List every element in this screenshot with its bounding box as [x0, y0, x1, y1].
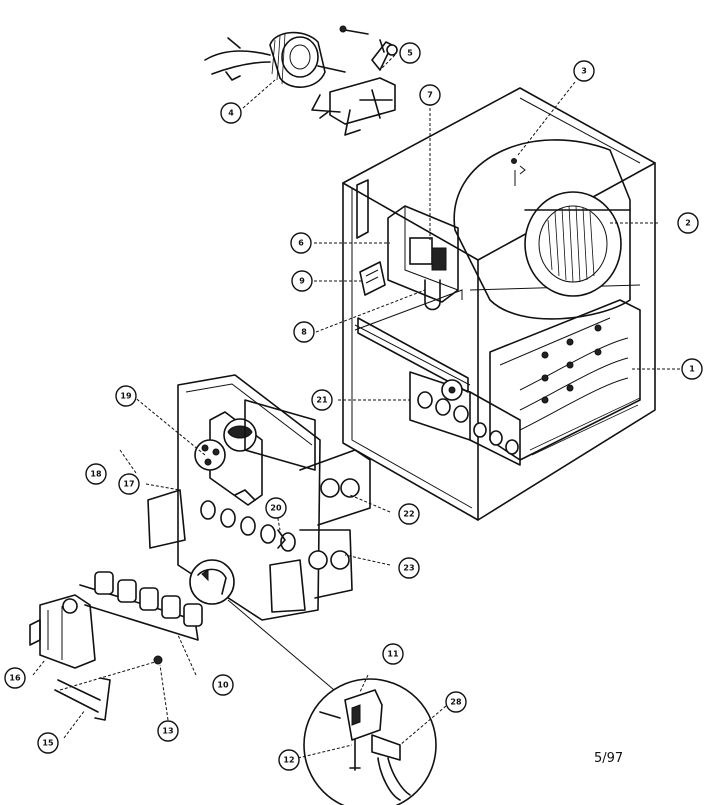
svg-text:9: 9: [299, 277, 305, 286]
callout-item-21: 21: [311, 389, 333, 411]
heat-exchanger: [489, 299, 641, 461]
svg-text:19: 19: [120, 392, 132, 401]
callout-item-4: 4: [220, 102, 242, 124]
burner-box: [409, 371, 521, 466]
svg-text:11: 11: [387, 650, 399, 659]
callout-item-15: 15: [37, 732, 59, 754]
leader-lines: [32, 54, 680, 759]
svg-text:16: 16: [9, 674, 21, 683]
svg-text:28: 28: [450, 698, 462, 707]
callout-item-10: 10: [212, 674, 234, 696]
callout-item-16: 16: [4, 667, 26, 689]
callout-item-12: 12: [278, 749, 300, 771]
burner-panel: [147, 374, 371, 621]
motor-mount-bracket: [311, 25, 398, 136]
svg-text:18: 18: [90, 470, 102, 479]
svg-text:17: 17: [123, 480, 134, 489]
svg-text:7: 7: [427, 91, 433, 100]
callout-item-7: 7: [419, 84, 441, 106]
callout-item-19: 19: [115, 385, 137, 407]
control-components: [359, 205, 459, 311]
callout-item-1: 1: [681, 358, 703, 380]
svg-text:1: 1: [689, 365, 695, 374]
svg-text:23: 23: [403, 564, 414, 573]
callout-item-13: 13: [157, 720, 179, 742]
svg-text:4: 4: [228, 109, 234, 118]
callout-item-3: 3: [573, 60, 595, 82]
svg-text:8: 8: [301, 328, 307, 337]
gas-valve-manifold: [29, 571, 203, 721]
callout-item-17: 17: [118, 473, 140, 495]
callout-item-11: 11: [382, 643, 404, 665]
callout-item-18: 18: [85, 463, 107, 485]
svg-text:10: 10: [217, 681, 229, 690]
date-code: 5/97: [594, 751, 623, 766]
callout-item-23: 23: [398, 557, 420, 579]
callout-item-6: 6: [290, 232, 312, 254]
svg-text:6: 6: [298, 239, 304, 248]
svg-text:5: 5: [407, 49, 413, 58]
inducer-motor: [204, 31, 346, 88]
svg-text:13: 13: [162, 727, 173, 736]
callout-item-8: 8: [293, 321, 315, 343]
callout-item-2: 2: [677, 212, 699, 234]
svg-text:3: 3: [581, 67, 587, 76]
callout-item-22: 22: [398, 503, 420, 525]
svg-text:21: 21: [316, 396, 328, 405]
svg-text:12: 12: [283, 756, 294, 765]
callout-item-20: 20: [265, 497, 287, 519]
blower-housing: [453, 139, 631, 320]
callout-item-28: 28: [445, 691, 467, 713]
svg-text:15: 15: [42, 739, 54, 748]
callout-item-9: 9: [291, 270, 313, 292]
pilot-detail: [189, 559, 437, 805]
svg-text:2: 2: [685, 219, 691, 228]
svg-text:22: 22: [403, 510, 414, 519]
svg-text:20: 20: [270, 504, 282, 513]
callout-item-5: 5: [399, 42, 421, 64]
